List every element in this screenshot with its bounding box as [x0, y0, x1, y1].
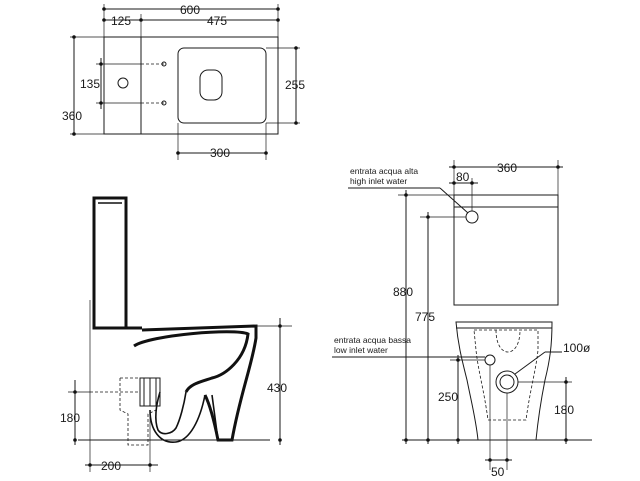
front-view-tank: [453, 194, 559, 208]
dim-high-inlet-offset: 80: [456, 170, 470, 184]
label-high-inlet-it: entrata acqua alta: [350, 166, 418, 176]
dim-hole-spacing: 135: [80, 77, 100, 91]
dim-bowl-length: 475: [207, 14, 227, 28]
dim-bowl-width: 255: [285, 78, 305, 92]
dim-outlet-offset: 200: [101, 459, 121, 473]
top-view-bowl-rim: [177, 47, 267, 124]
dim-high-inlet-height: 775: [415, 310, 435, 324]
dim-low-inlet-height: 250: [438, 390, 458, 404]
dim-total-height: 880: [393, 285, 413, 299]
dim-bowl-span: 300: [210, 146, 230, 160]
side-view-bowl-outer: [141, 324, 258, 442]
side-view-bowl-inner: [133, 330, 250, 393]
dim-outlet-diameter: 100ø: [563, 341, 591, 355]
front-view-outlet: [495, 370, 519, 394]
dim-cistern-depth: 125: [111, 14, 131, 28]
front-view: 360 80 entrata acqua alta high inlet wat…: [332, 160, 592, 479]
dim-front-outlet-height: 180: [554, 403, 574, 417]
side-view-trap: [155, 391, 187, 435]
front-view-bowl: [455, 321, 553, 441]
dim-tank-width: 360: [497, 161, 517, 175]
side-view: 180 430 200: [60, 196, 292, 473]
label-low-inlet-en: low inlet water: [334, 345, 388, 355]
top-view-drain: [199, 69, 223, 101]
dim-side-outlet-height: 180: [60, 411, 80, 425]
dim-total-width: 600: [180, 3, 200, 17]
side-view-cistern: [92, 196, 128, 330]
top-view-inlet-hole: [117, 77, 129, 89]
front-view-tank-body: [453, 207, 559, 306]
top-view: 600 125 475 360 135 255 300: [62, 3, 305, 160]
dim-bowl-height: 430: [267, 381, 287, 395]
dim-low-inlet-offset: 50: [491, 465, 505, 479]
label-low-inlet-it: entrata acqua bassa: [334, 335, 411, 345]
top-view-outline: [103, 36, 279, 135]
front-view-low-inlet: [484, 354, 496, 366]
dim-total-depth: 360: [62, 109, 82, 123]
label-high-inlet-en: high inlet water: [350, 176, 407, 186]
